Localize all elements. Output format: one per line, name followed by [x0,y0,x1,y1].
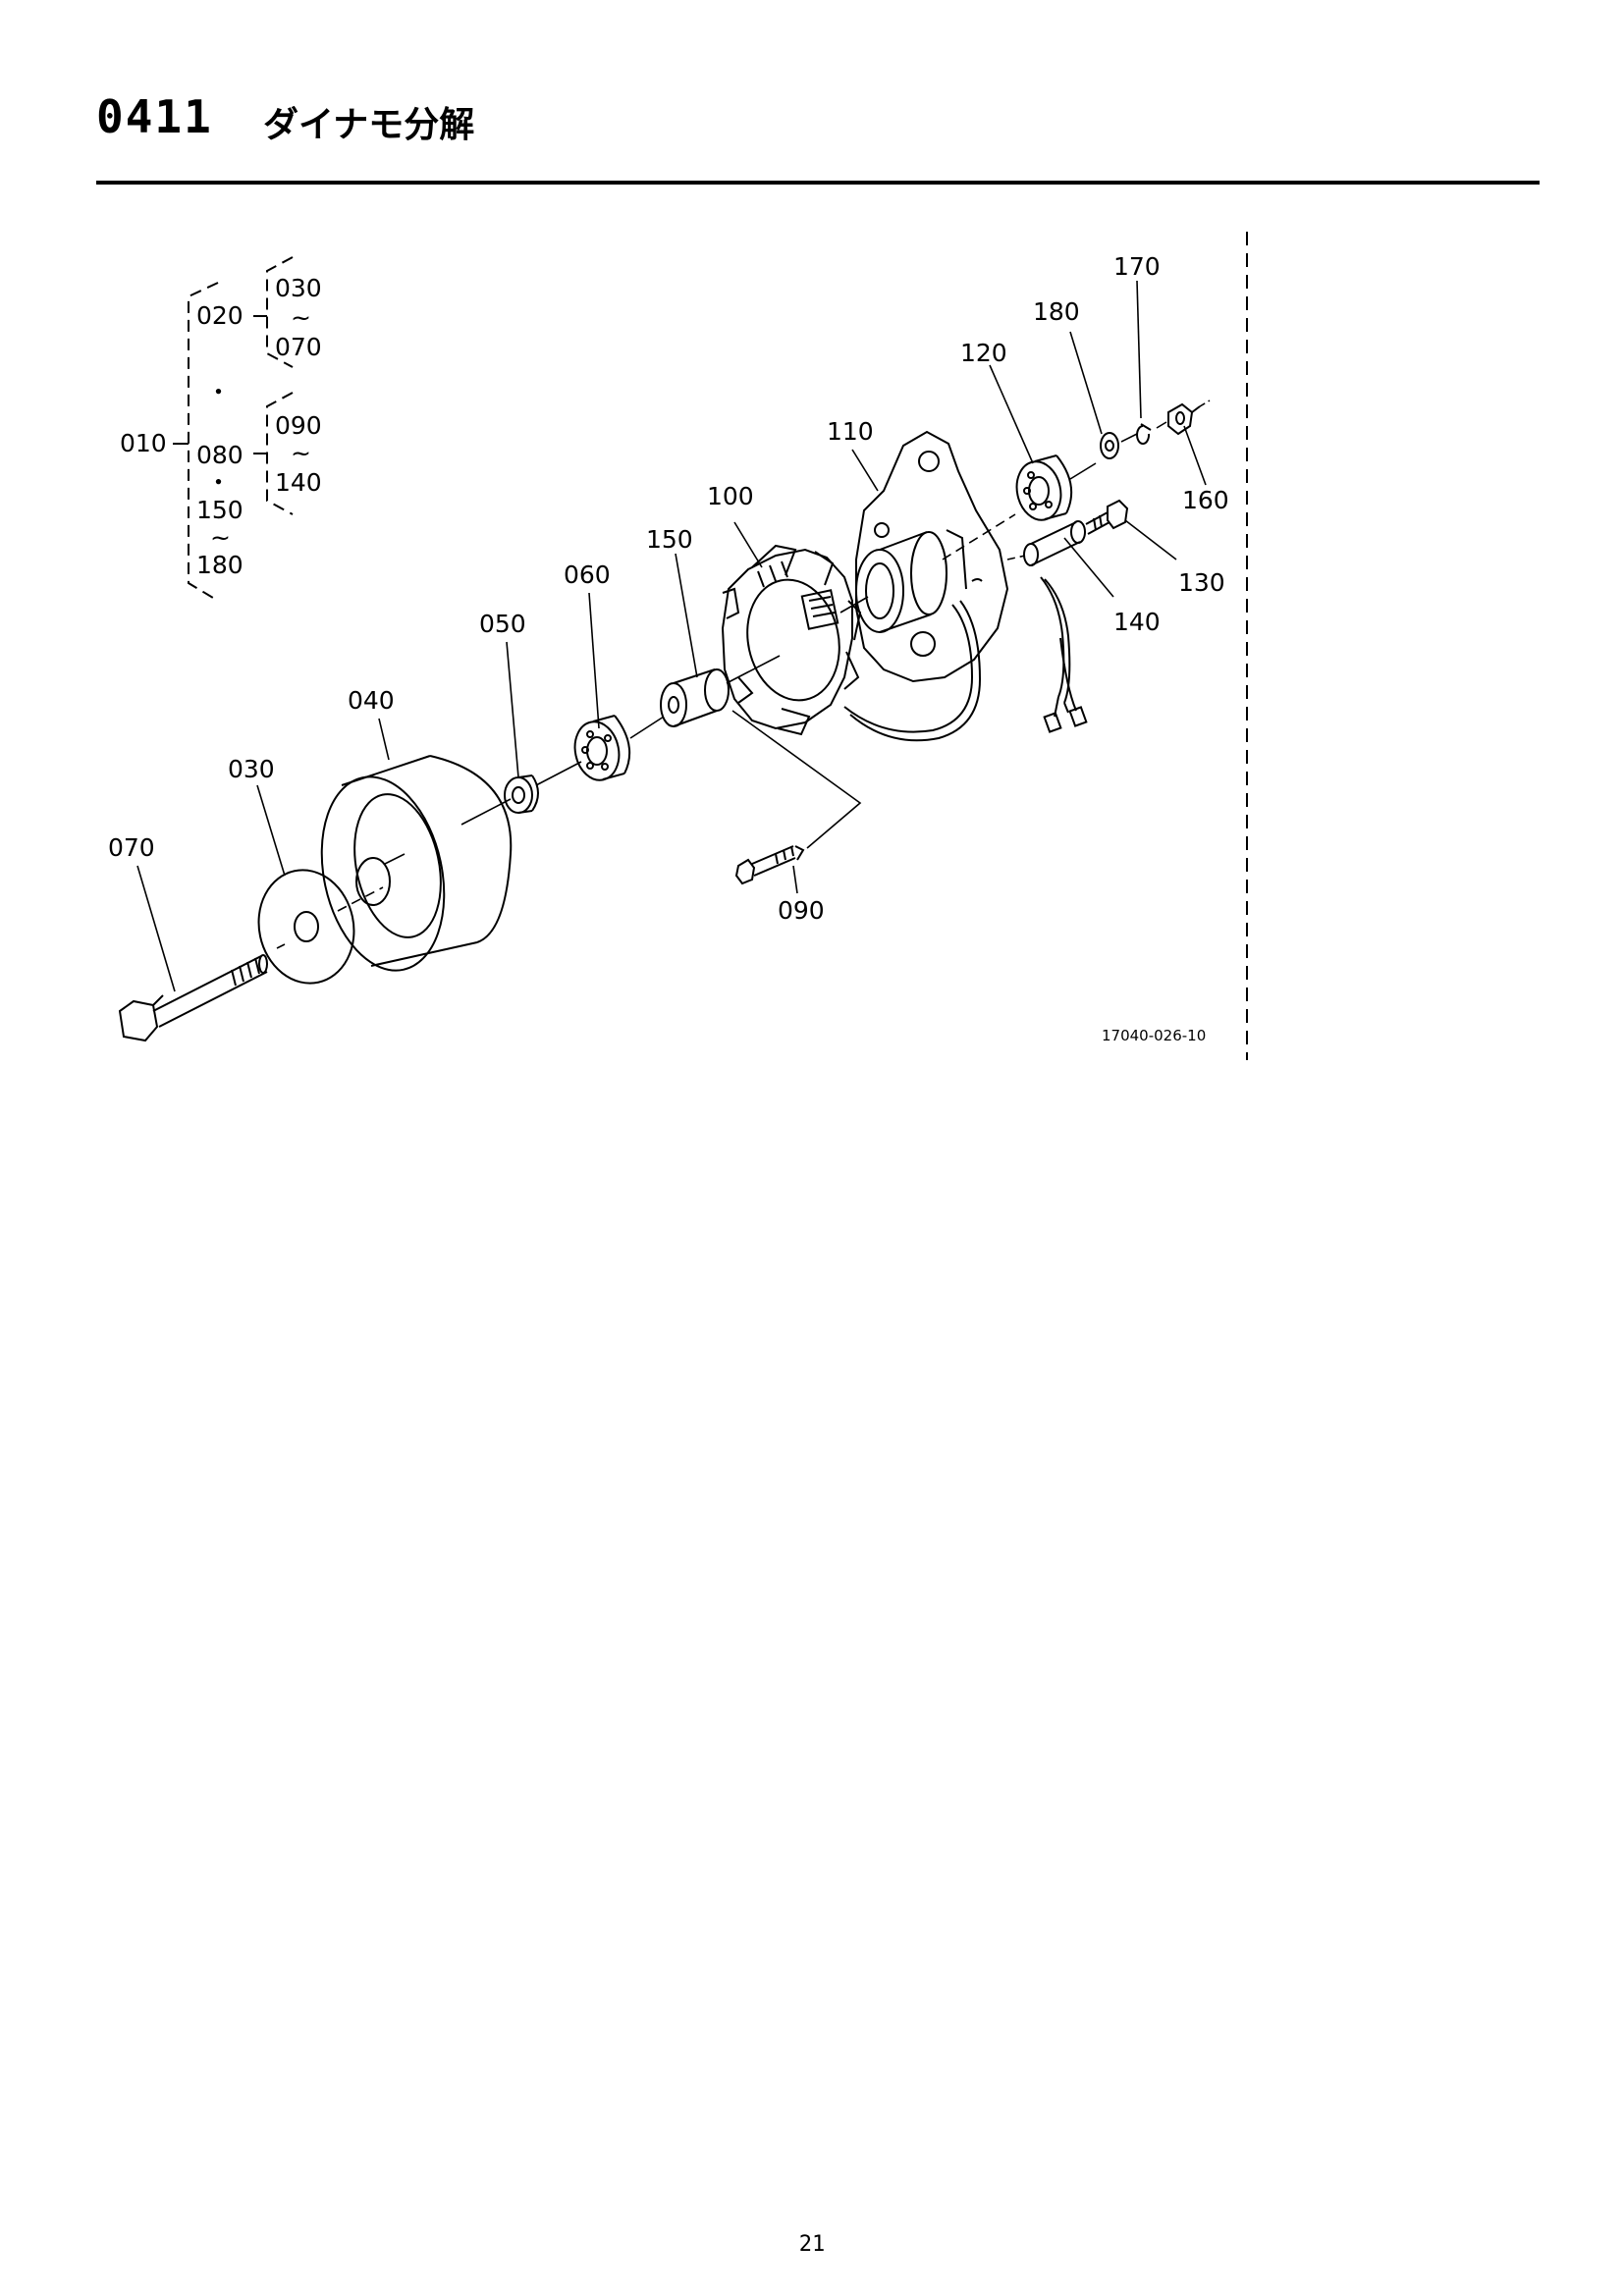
part-spacer-150 [660,668,730,727]
part-lockwasher-170 [1136,423,1152,445]
hierarchy-brackets [173,256,294,602]
callout-100: 100 [707,482,754,510]
callout-120: 120 [960,339,1007,367]
part-washer-030 [257,869,355,985]
part-bolt-070 [118,954,268,1042]
callout-180: 180 [1033,297,1080,326]
tree-dot-1: ・ [206,378,231,406]
callout-110: 110 [827,417,874,446]
figure-code: 17040-026-10 [1102,1027,1206,1044]
callout-090: 090 [778,896,825,925]
part-washer-180 [1100,432,1119,459]
wire-harness [1040,576,1088,733]
part-screw-090 [734,845,805,885]
page-header: 0411 ダイナモ分解 [96,90,1540,149]
tree-node-080: 080 [196,441,244,469]
part-collar-050 [504,774,539,814]
part-stator-100 [721,544,982,742]
callout-140: 140 [1113,608,1161,636]
part-rotor-040 [320,755,513,972]
callout-labels: 170 180 120 110 160 100 150 130 060 140 … [108,252,1229,1044]
alignment-lines [276,400,1211,949]
callout-160: 160 [1182,486,1229,514]
tree-node-020: 020 [196,301,244,330]
part-bearing-060 [573,715,631,781]
part-bearing-120 [1015,454,1073,521]
tree-root-010: 010 [120,429,167,457]
tree-tilde-1: ~ [291,303,311,332]
tree-node-090: 090 [275,411,322,440]
callout-070: 070 [108,833,155,862]
tree-tilde-2: ~ [291,439,311,467]
tree-node-150: 150 [196,496,244,524]
hierarchy-labels: 010 020 030 ~ 070 ・ 080 090 ~ 140 ・ 150 … [120,274,322,579]
tree-node-070: 070 [275,333,322,361]
page-number: 21 [798,2232,826,2257]
section-number: 0411 [96,90,213,143]
callout-040: 040 [348,686,395,715]
callout-060: 060 [564,561,611,589]
header-rule [96,181,1540,185]
tree-dot-2: ・ [206,468,231,497]
tree-tilde-3: ~ [210,523,231,552]
callout-030: 030 [228,755,275,783]
part-housing-110 [855,430,1009,683]
leader-lines [136,280,1207,992]
callout-150: 150 [646,525,693,554]
part-bushing-140 [1023,520,1086,566]
callout-130: 130 [1178,568,1225,597]
tree-node-030: 030 [275,274,322,302]
section-title: ダイナモ分解 [263,105,475,145]
part-bolt-130 [1085,499,1129,535]
tree-node-180: 180 [196,551,244,579]
callout-170: 170 [1113,252,1161,281]
tree-node-140: 140 [275,468,322,497]
callout-050: 050 [479,610,526,638]
part-nut-160 [1167,402,1201,436]
